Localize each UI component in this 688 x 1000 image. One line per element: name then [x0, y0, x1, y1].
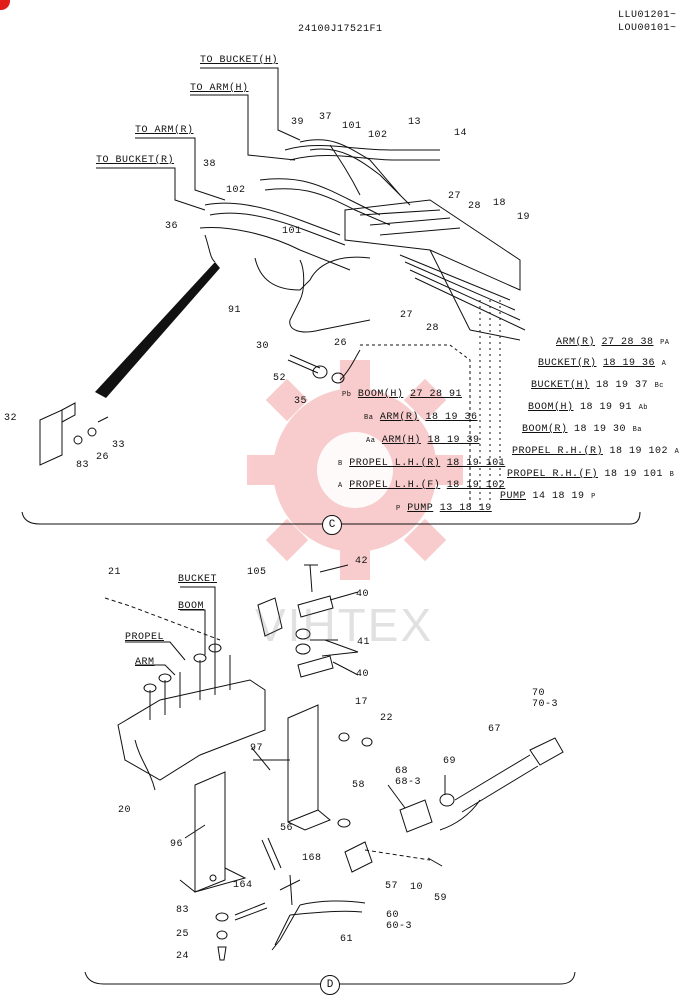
valve-label-propel: PROPEL [125, 632, 165, 643]
callout: 10 [410, 882, 424, 893]
callout: 164 [233, 880, 253, 891]
callout: 42 [355, 556, 369, 567]
callout: 26 [334, 338, 348, 349]
serial-range-2: LOU00101~ [618, 23, 677, 34]
valve-label-arm: ARM [135, 657, 155, 668]
callout: 56 [280, 823, 294, 834]
callout: 37 [319, 112, 333, 123]
route-bucket-r: BUCKET(R) 18 19 36 A [538, 358, 667, 369]
route-boom-h-left: Pb BOOM(H) 27 28 91 [342, 389, 462, 400]
callout: 96 [170, 839, 184, 850]
route-propel-lh-f: A PROPEL L.H.(F) 18 19 102 [338, 480, 506, 491]
callout: 60 [386, 910, 400, 921]
callout: 41 [357, 637, 371, 648]
callout: 22 [380, 713, 394, 724]
callout: 26 [96, 452, 110, 463]
dest-to-arm-r: TO ARM(R) [135, 125, 194, 136]
callout: 13 [408, 117, 422, 128]
callout: 17 [355, 697, 369, 708]
callout: 101 [342, 121, 362, 132]
valve-label-boom: BOOM [178, 601, 205, 612]
dest-to-bucket-r: TO BUCKET(R) [96, 155, 175, 166]
route-pump-left: P PUMP 13 18 19 [396, 503, 492, 514]
callout: 39 [291, 117, 305, 128]
callout: 83 [176, 905, 190, 916]
callout: 28 [426, 323, 440, 334]
route-propel-lh-r: B PROPEL L.H.(R) 18 19 101 [338, 458, 506, 469]
callout: 24 [176, 951, 190, 962]
callout: 168 [302, 853, 322, 864]
dest-to-bucket-h: TO BUCKET(H) [200, 55, 279, 66]
callout: 68-3 [395, 777, 422, 788]
callout: 14 [454, 128, 468, 139]
part-number: 24100J17521F1 [298, 24, 383, 35]
callout: 60-3 [386, 921, 413, 932]
route-bucket-h: BUCKET(H) 18 19 37 Bc [531, 380, 664, 391]
callout: 59 [434, 893, 448, 904]
callout: 61 [340, 934, 354, 945]
callout: 101 [282, 226, 302, 237]
callout: 69 [443, 756, 457, 767]
callout: 70-3 [532, 699, 559, 710]
callout: 20 [118, 805, 132, 816]
callout: 30 [256, 341, 270, 352]
route-arm-h-left: Aa ARM(H) 18 19 39 [366, 435, 480, 446]
callout: 25 [176, 929, 190, 940]
callout: 36 [165, 221, 179, 232]
callout: 52 [273, 373, 287, 384]
callout: 83 [76, 460, 90, 471]
callout: 58 [352, 780, 366, 791]
callout: 19 [517, 212, 531, 223]
callout: 35 [294, 396, 308, 407]
callout: 33 [112, 440, 126, 451]
section-d-marker: D [320, 975, 340, 995]
callout: 27 [448, 191, 462, 202]
route-arm-r-left: Ba ARM(R) 18 19 36 [364, 412, 478, 423]
callout: 40 [356, 589, 370, 600]
route-pump-r: PUMP 14 18 19 P [500, 491, 596, 502]
callout: 68 [395, 766, 409, 777]
corner-badge [0, 0, 10, 10]
callout: 18 [493, 198, 507, 209]
callout: 105 [247, 567, 267, 578]
callout: 40 [356, 669, 370, 680]
callout: 57 [385, 881, 399, 892]
route-boom-r: BOOM(R) 18 19 30 Ba [522, 424, 642, 435]
callout: 21 [108, 567, 122, 578]
callout: 32 [4, 413, 18, 424]
serial-range-1: LLU01201~ [618, 10, 677, 21]
route-arm-r: ARM(R) 27 28 38 PA [556, 337, 670, 348]
route-boom-h: BOOM(H) 18 19 91 Ab [528, 402, 648, 413]
section-c-marker: C [322, 515, 342, 535]
callout: 91 [228, 305, 242, 316]
valve-label-bucket: BUCKET [178, 574, 218, 585]
dest-to-arm-h: TO ARM(H) [190, 83, 249, 94]
callout: 67 [488, 724, 502, 735]
callout: 27 [400, 310, 414, 321]
watermark-text: VIHTEX [255, 599, 434, 651]
route-propel-rh-f: PROPEL R.H.(F) 18 19 101 B [507, 469, 675, 480]
callout: 102 [368, 130, 388, 141]
callout: 28 [468, 201, 482, 212]
callout: 97 [250, 743, 264, 754]
callout: 38 [203, 159, 217, 170]
callout: 70 [532, 688, 546, 699]
callout: 102 [226, 185, 246, 196]
route-propel-rh-r: PROPEL R.H.(R) 18 19 102 A [512, 446, 680, 457]
